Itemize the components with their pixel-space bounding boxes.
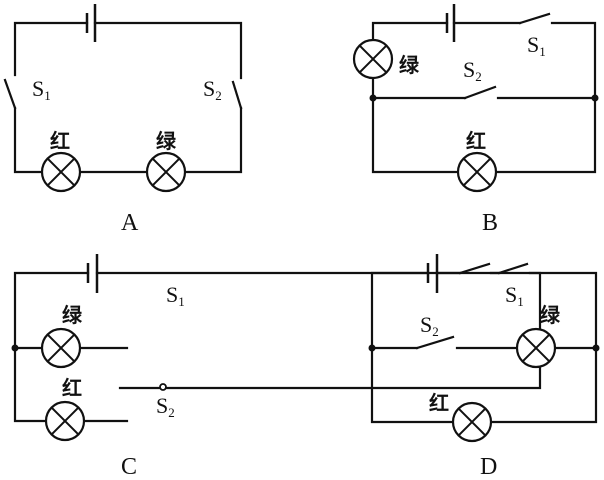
caption-b: B — [482, 210, 498, 236]
circuit-c: S1 S2 绿 红 C — [11, 254, 542, 480]
red-lamp-label: 红 — [466, 129, 486, 153]
red-lamp-icon — [44, 400, 86, 442]
switch-s1 — [458, 262, 491, 275]
battery — [426, 254, 439, 293]
red-lamp-label: 红 — [62, 376, 82, 400]
circuit-b: S1 S2 绿 红 B — [352, 4, 599, 236]
s1-label: S1 — [505, 282, 524, 309]
green-lamp-icon — [40, 327, 82, 369]
s2-label: S2 — [420, 312, 439, 339]
switch-s2 — [463, 85, 497, 100]
green-lamp-icon — [515, 327, 557, 369]
green-lamp-label: 绿 — [156, 129, 177, 153]
s2-label: S2 — [463, 57, 482, 84]
battery — [86, 254, 99, 293]
red-lamp-icon — [456, 151, 498, 193]
wires — [370, 271, 598, 424]
battery — [445, 4, 456, 42]
battery — [85, 4, 97, 42]
green-lamp-label: 绿 — [62, 303, 83, 327]
circuit-d: S1 S2 绿 红 D — [368, 254, 600, 480]
s1-label: S1 — [166, 282, 185, 309]
junction-right — [592, 344, 600, 352]
switch-s1 — [518, 12, 551, 25]
junction-left — [11, 344, 19, 352]
s1-label: S1 — [32, 76, 51, 103]
red-lamp-label: 红 — [429, 391, 449, 415]
s2-label: S2 — [156, 393, 175, 420]
switch-s2 — [159, 383, 167, 391]
green-lamp-icon — [145, 151, 187, 193]
switch-s1 — [497, 262, 529, 275]
switch-s2 — [231, 80, 243, 110]
circuit-a: S1 S2 红 绿 A — [3, 4, 243, 236]
green-lamp-label: 绿 — [540, 303, 561, 327]
caption-c: C — [121, 454, 137, 480]
switch-s2 — [415, 335, 455, 350]
caption-a: A — [121, 210, 139, 236]
s2-label: S2 — [203, 76, 222, 103]
junction-right — [591, 94, 599, 102]
red-lamp-icon — [451, 401, 493, 443]
red-lamp-label: 红 — [50, 129, 70, 153]
s1-label: S1 — [527, 32, 546, 59]
red-lamp-icon — [40, 151, 82, 193]
green-lamp-icon — [352, 38, 394, 80]
caption-d: D — [480, 454, 497, 480]
wires — [13, 21, 243, 174]
junction-left — [368, 344, 376, 352]
junction-left — [369, 94, 377, 102]
switch-s1 — [3, 78, 17, 110]
green-lamp-label: 绿 — [399, 53, 420, 77]
